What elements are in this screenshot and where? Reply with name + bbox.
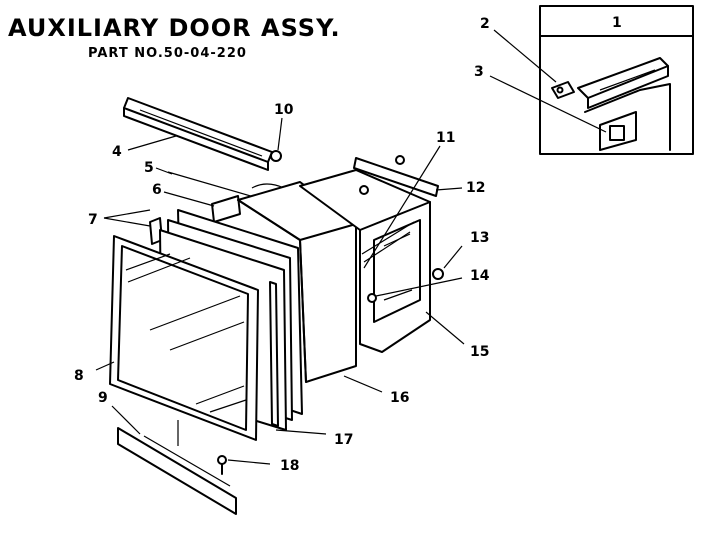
callout-4: 4 bbox=[112, 144, 122, 160]
inner-liner-16 bbox=[237, 181, 357, 383]
spring-11 bbox=[361, 221, 415, 263]
callout-18: 18 bbox=[280, 458, 299, 474]
diagram-title: AUXILIARY DOOR ASSY. bbox=[8, 14, 341, 42]
callout-13: 13 bbox=[470, 230, 489, 246]
nut-13 bbox=[432, 268, 444, 280]
top-rail bbox=[123, 97, 273, 171]
callout-10: 10 bbox=[274, 102, 294, 118]
callout-7: 7 bbox=[88, 212, 98, 228]
bottom-rail-9 bbox=[117, 420, 237, 515]
bracket-12 bbox=[353, 155, 439, 197]
callout-8: 8 bbox=[74, 368, 84, 384]
callout-2: 2 bbox=[480, 16, 490, 32]
screw-18 bbox=[217, 455, 227, 475]
leader-lines bbox=[95, 29, 607, 465]
callout-14: 14 bbox=[470, 268, 490, 284]
pin-14 bbox=[367, 293, 377, 303]
callout-12: 12 bbox=[466, 180, 485, 196]
callout-6: 6 bbox=[152, 182, 162, 198]
part-number: PART NO.50-04-220 bbox=[88, 46, 247, 61]
glass-panel-8 bbox=[109, 235, 259, 441]
screw-10 bbox=[270, 150, 282, 162]
callout-5: 5 bbox=[144, 160, 154, 176]
callout-9: 9 bbox=[98, 390, 108, 406]
clip-6 bbox=[211, 195, 241, 223]
callout-11: 11 bbox=[436, 130, 455, 146]
callout-17: 17 bbox=[334, 432, 353, 448]
callout-15: 15 bbox=[470, 344, 489, 360]
inset-detail: 1 bbox=[539, 5, 694, 155]
callout-16: 16 bbox=[390, 390, 409, 406]
callout-3: 3 bbox=[474, 64, 484, 80]
inset-label: 1 bbox=[612, 15, 622, 31]
